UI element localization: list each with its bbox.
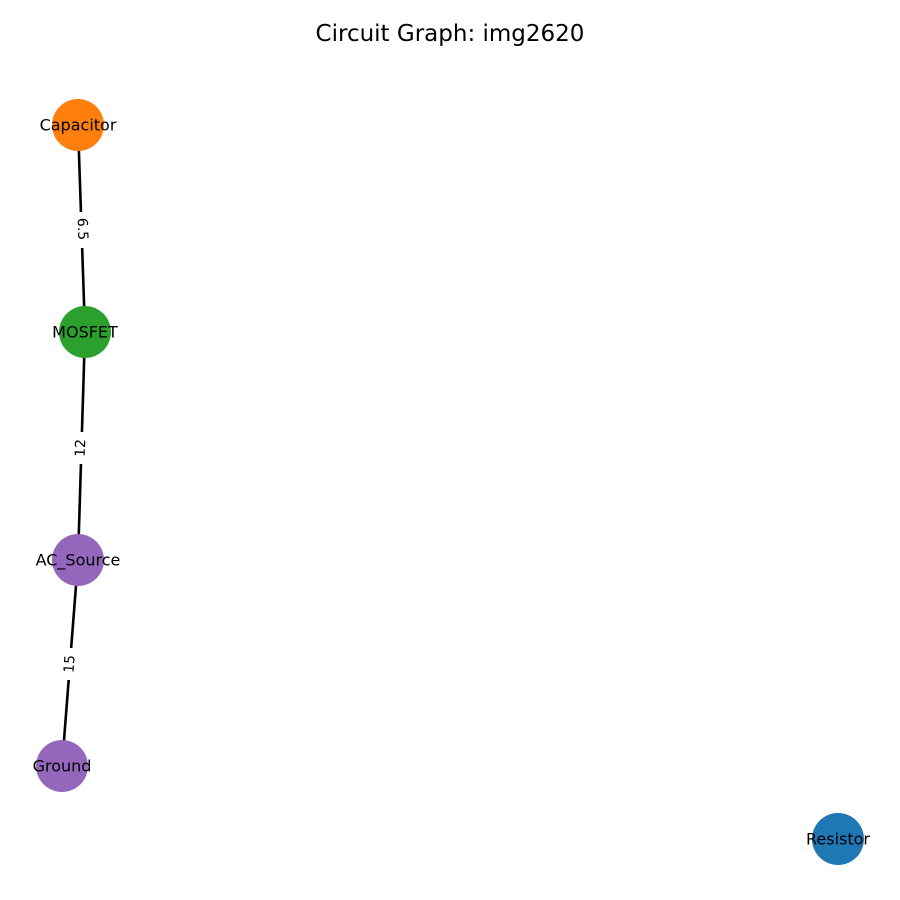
- node-circle: [812, 813, 864, 865]
- node-label: Capacitor: [40, 116, 117, 135]
- node-label: AC_Source: [36, 551, 121, 571]
- edge-label: 15: [61, 655, 78, 674]
- edge-capacitor-mosfet: 6.5: [72, 124, 94, 333]
- node-circle: [59, 306, 111, 358]
- edge-label: 12: [73, 439, 90, 457]
- node-label: Resistor: [806, 830, 870, 849]
- node-circle: [52, 99, 104, 151]
- node-ac-source[interactable]: AC_Source: [36, 534, 121, 586]
- graph-title: Circuit Graph: img2620: [315, 21, 585, 47]
- edge-label-bg: [72, 212, 94, 248]
- node-circle: [52, 534, 104, 586]
- edge-ac-source-ground: 15: [59, 559, 81, 767]
- node-circle: [36, 740, 88, 792]
- node-capacitor[interactable]: Capacitor: [40, 99, 117, 151]
- node-ground[interactable]: Ground: [33, 740, 92, 792]
- edge-label-bg: [70, 432, 92, 464]
- node-resistor[interactable]: Resistor: [806, 813, 870, 865]
- edge-mosfet-ac-source: 12: [70, 331, 92, 561]
- node-mosfet[interactable]: MOSFET: [52, 306, 118, 358]
- edge-label-bg: [59, 648, 81, 680]
- node-label: MOSFET: [52, 323, 118, 342]
- edge-label: 6.5: [74, 218, 91, 241]
- node-label: Ground: [33, 757, 92, 776]
